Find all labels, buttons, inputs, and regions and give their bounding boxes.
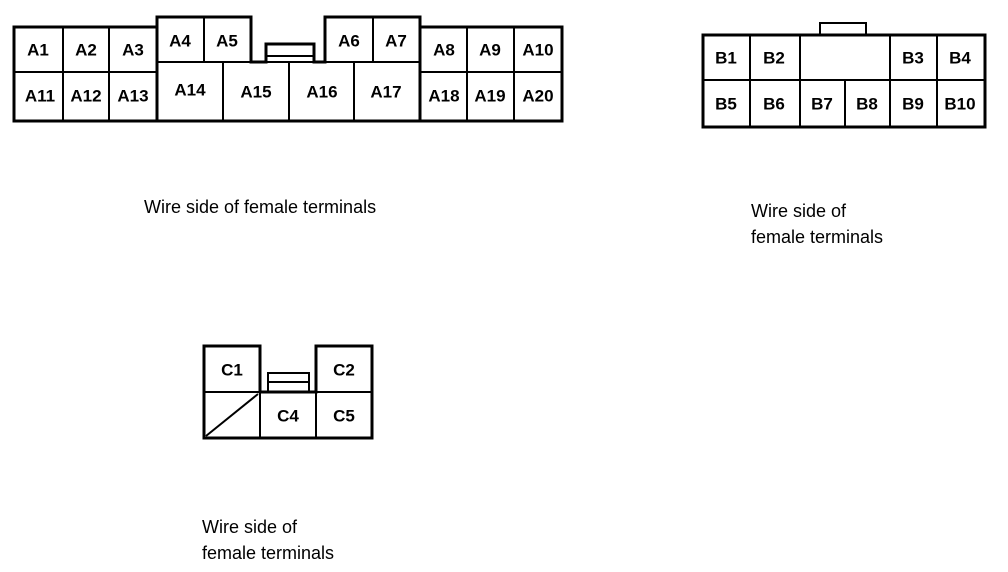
terminal-b4: B4: [949, 49, 971, 68]
terminal-a4: A4: [169, 32, 191, 51]
terminal-c2: C2: [333, 361, 355, 380]
connector-b-caption: Wire side of female terminals: [751, 198, 883, 250]
terminal-a12: A12: [70, 87, 101, 106]
terminal-c1: C1: [221, 361, 243, 380]
terminal-b3: B3: [902, 49, 924, 68]
connector-a-caption: Wire side of female terminals: [144, 197, 377, 217]
connector-c: [202, 344, 374, 440]
terminal-b6: B6: [763, 95, 785, 114]
terminal-a18: A18: [428, 87, 459, 106]
terminal-a9: A9: [479, 41, 501, 60]
terminal-a14: A14: [174, 81, 206, 100]
terminal-b7: B7: [811, 95, 833, 114]
terminal-b8: B8: [856, 95, 878, 114]
terminal-b1: B1: [715, 49, 737, 68]
connector-c-caption-line-2: female terminals: [202, 543, 335, 563]
blank-cavity-slash: [205, 393, 259, 437]
connector-b-caption-line-2: female terminals: [751, 227, 884, 247]
connector-b-caption-line-1: Wire side of: [751, 201, 847, 221]
terminal-a2: A2: [75, 41, 97, 60]
terminal-a5: A5: [216, 32, 238, 51]
terminal-b9: B9: [902, 95, 924, 114]
terminal-a7: A7: [385, 32, 407, 51]
terminal-b2: B2: [763, 49, 785, 68]
terminal-b5: B5: [715, 95, 737, 114]
terminal-c4: C4: [277, 407, 299, 426]
terminal-a16: A16: [306, 83, 337, 102]
terminal-a17: A17: [370, 83, 401, 102]
connector-c-caption-line-1: Wire side of: [202, 517, 298, 537]
terminal-c5: C5: [333, 407, 355, 426]
terminal-a19: A19: [474, 87, 505, 106]
terminal-a15: A15: [240, 83, 271, 102]
terminal-a20: A20: [522, 87, 553, 106]
terminal-a11: A11: [25, 87, 55, 106]
terminal-a1: A1: [27, 41, 49, 60]
terminal-a6: A6: [338, 32, 360, 51]
connector-c-caption: Wire side of female terminals: [202, 514, 334, 566]
terminal-b10: B10: [944, 95, 975, 114]
terminal-a10: A10: [522, 41, 553, 60]
connector-b: [701, 22, 987, 129]
terminal-a3: A3: [122, 41, 144, 60]
terminal-a8: A8: [433, 41, 455, 60]
terminal-a13: A13: [117, 87, 148, 106]
